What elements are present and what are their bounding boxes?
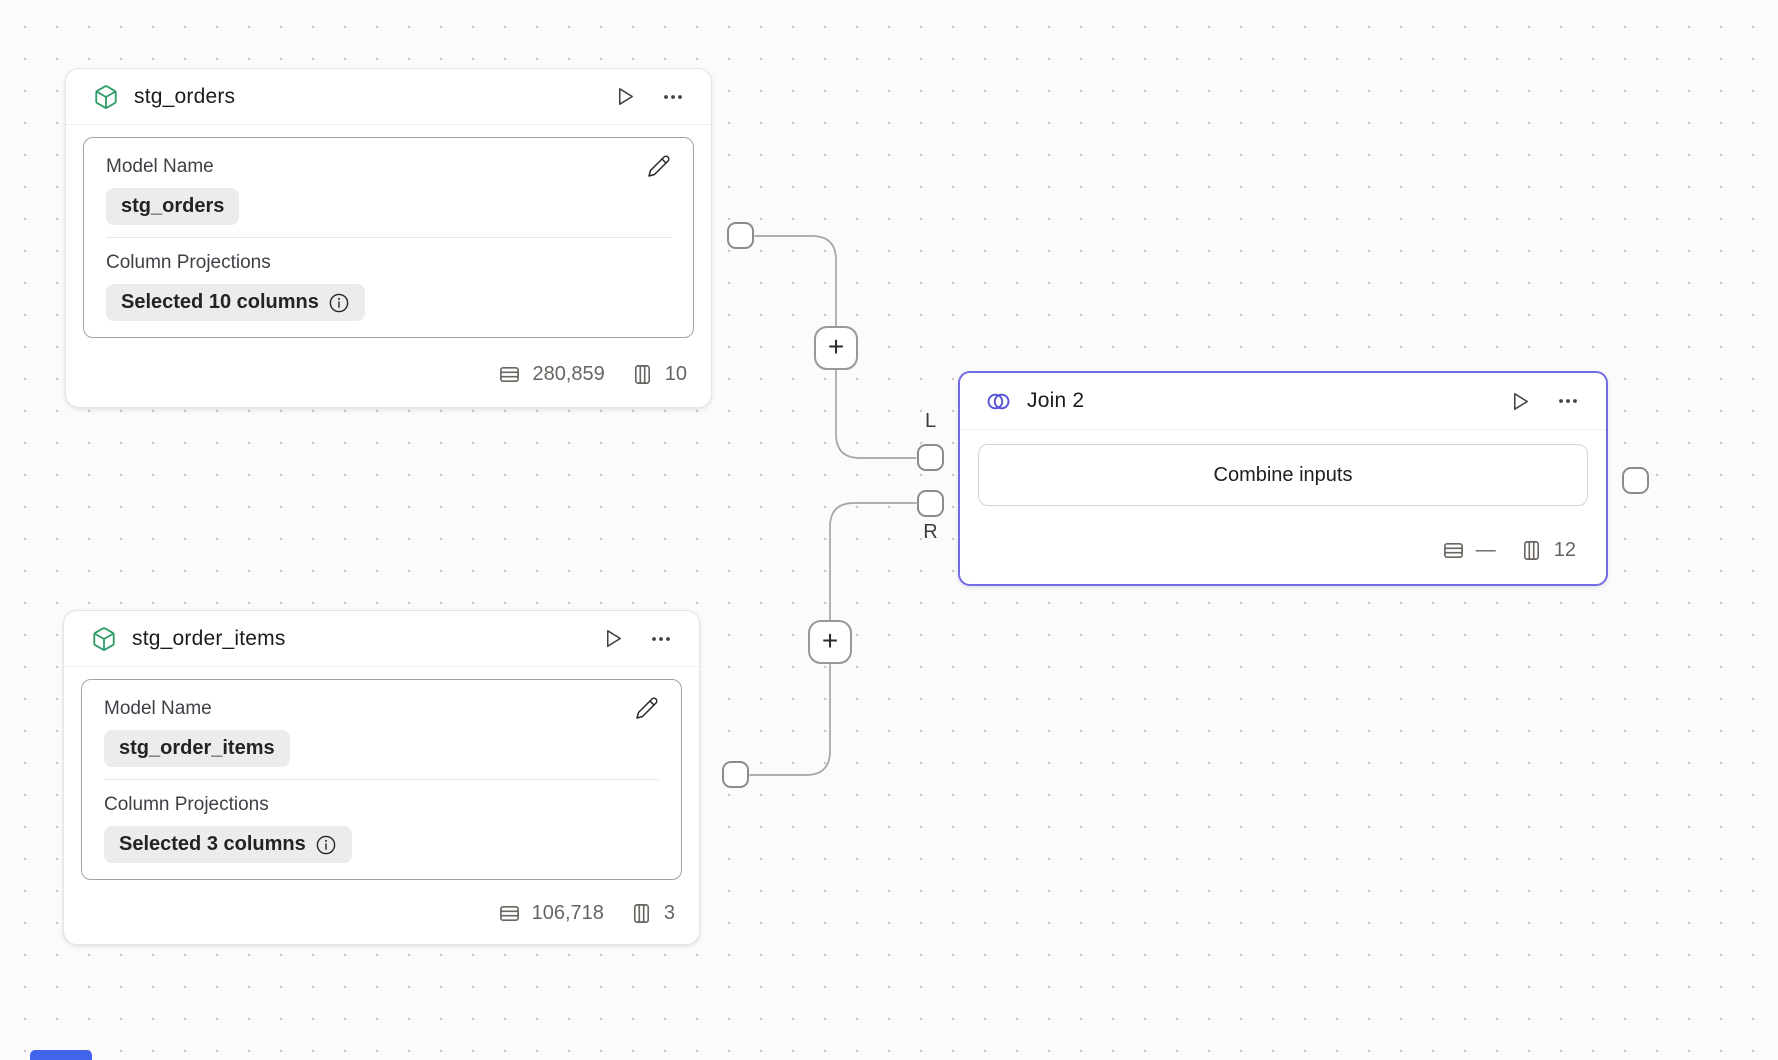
column-count-stat: 10: [631, 363, 687, 386]
node-title: stg_orders: [134, 84, 236, 108]
column-projections-chip[interactable]: Selected 10 columns: [106, 284, 365, 321]
column-count-stat: 3: [630, 902, 675, 925]
node-config-card: Model Name stg_order_items Column Projec…: [81, 679, 682, 880]
venn-join-icon: [985, 388, 1012, 415]
row-count-value: 106,718: [531, 901, 604, 924]
row-count-stat: —: [1442, 539, 1496, 562]
model-name-label: Model Name: [104, 698, 212, 719]
model-name-chip-text: stg_orders: [121, 195, 225, 217]
model-name-chip[interactable]: stg_order_items: [104, 730, 290, 767]
pencil-icon[interactable]: [635, 696, 659, 720]
node-config-card: Model Name stg_orders Column Projections…: [83, 137, 694, 338]
columns-icon: [1520, 539, 1543, 562]
join-right-port-label: R: [923, 521, 938, 543]
port-join-input-left[interactable]: [917, 444, 944, 471]
column-count-stat: 12: [1520, 539, 1576, 562]
run-node-button[interactable]: [1509, 390, 1532, 413]
plus-icon: +: [821, 625, 839, 656]
node-title: Join 2: [1027, 389, 1085, 412]
node-title: stg_order_items: [132, 626, 286, 650]
column-projections-chip[interactable]: Selected 3 columns: [104, 826, 352, 863]
rows-icon: [498, 902, 521, 925]
pencil-icon[interactable]: [647, 154, 671, 178]
node-stats-footer: 106,718 3: [64, 882, 699, 944]
plus-icon: +: [827, 331, 845, 362]
info-icon[interactable]: [315, 834, 337, 856]
node-join-2[interactable]: Join 2 Combine inputs —: [958, 371, 1608, 586]
columns-icon: [631, 363, 654, 386]
row-count-value: 280,859: [532, 362, 605, 385]
canvas-edge-accent: [30, 1050, 92, 1060]
column-projections-chip-text: Selected 3 columns: [119, 833, 306, 855]
model-name-chip-text: stg_order_items: [119, 737, 275, 759]
node-header[interactable]: stg_order_items: [64, 611, 699, 667]
run-node-button[interactable]: [614, 85, 637, 108]
box-icon: [91, 626, 117, 652]
column-projections-label: Column Projections: [104, 794, 269, 815]
column-count-value: 10: [664, 362, 687, 385]
row-count-stat: 106,718: [498, 902, 604, 925]
node-stg-order-items[interactable]: stg_order_items Model Name s: [63, 610, 700, 945]
node-stats-footer: 280,859 10: [66, 341, 711, 407]
box-icon: [93, 84, 119, 110]
add-node-on-edge-button-bottom[interactable]: +: [808, 620, 852, 664]
model-name-label: Model Name: [106, 156, 214, 177]
run-node-button[interactable]: [602, 627, 625, 650]
row-count-stat: 280,859: [498, 362, 605, 386]
combine-inputs-button[interactable]: Combine inputs: [978, 444, 1588, 506]
info-icon[interactable]: [328, 292, 350, 314]
node-stg-orders[interactable]: stg_orders Model Name stg_or: [65, 68, 712, 408]
port-stg-order-items-output[interactable]: [722, 761, 749, 788]
port-join-input-right[interactable]: [917, 490, 944, 517]
column-count-value: 12: [1553, 538, 1576, 561]
node-menu-button[interactable]: [661, 85, 685, 109]
port-stg-orders-output[interactable]: [727, 222, 754, 249]
add-node-on-edge-button-top[interactable]: +: [814, 326, 858, 370]
card-divider: [104, 779, 659, 780]
column-projections-chip-text: Selected 10 columns: [121, 291, 319, 313]
port-join-output[interactable]: [1622, 467, 1649, 494]
column-count-value: 3: [663, 901, 675, 924]
columns-icon: [630, 902, 653, 925]
node-stats-footer: — 12: [960, 516, 1606, 584]
row-count-value: —: [1475, 538, 1496, 561]
node-header[interactable]: Join 2: [960, 373, 1606, 430]
card-divider: [106, 237, 671, 238]
join-left-port-label: L: [924, 410, 937, 432]
node-header[interactable]: stg_orders: [66, 69, 711, 125]
node-menu-button[interactable]: [1556, 389, 1580, 413]
rows-icon: [498, 363, 521, 386]
column-projections-label: Column Projections: [106, 252, 271, 273]
node-menu-button[interactable]: [649, 627, 673, 651]
rows-icon: [1442, 539, 1465, 562]
model-name-chip[interactable]: stg_orders: [106, 188, 240, 225]
